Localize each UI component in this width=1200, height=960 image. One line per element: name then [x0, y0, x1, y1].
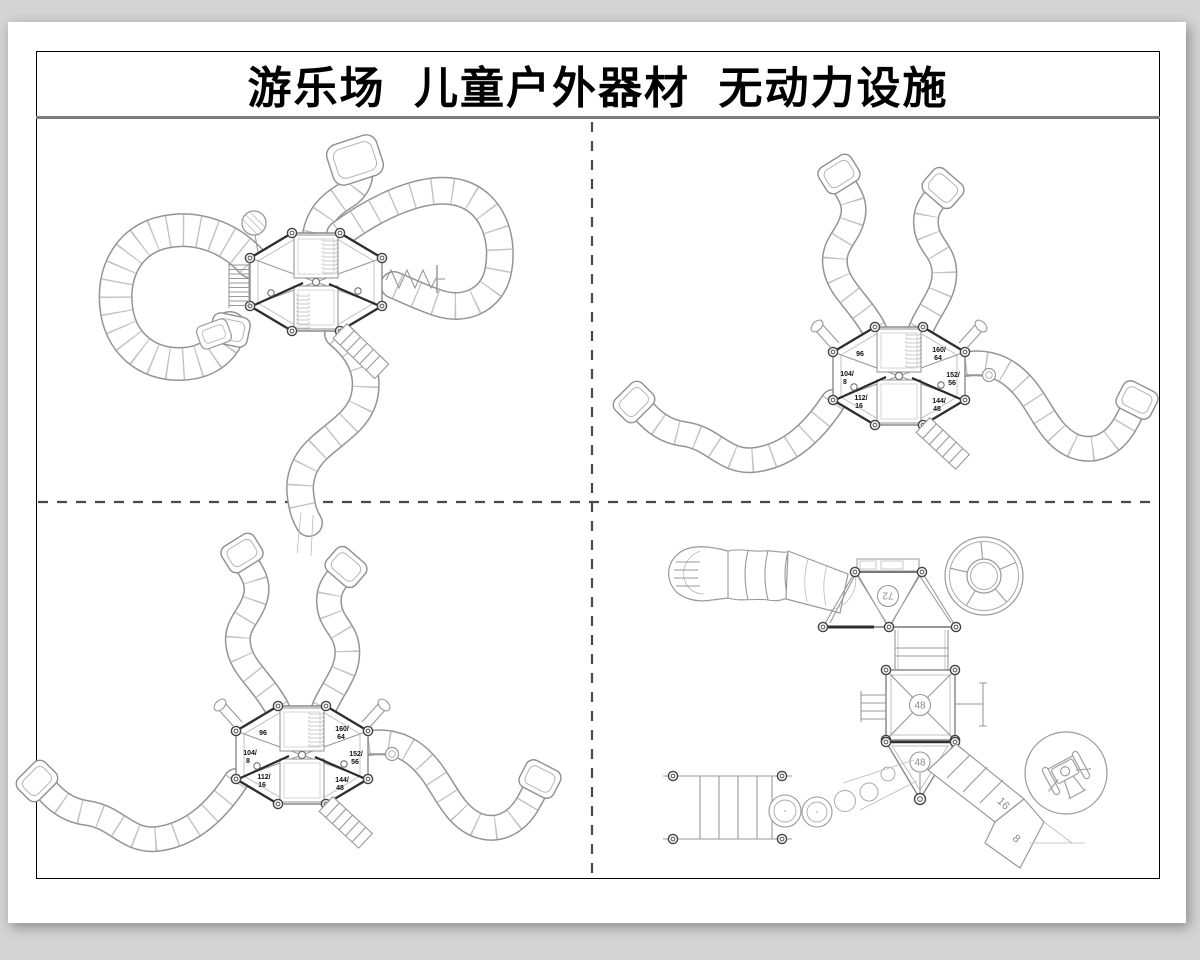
svg-text:104/: 104/: [243, 750, 257, 757]
svg-text:16: 16: [855, 403, 863, 410]
tube-slide-spiral: [98, 213, 269, 381]
square-deck-48: 48: [860, 664, 987, 746]
svg-text:56: 56: [948, 380, 956, 387]
tube-slide-bottom: [286, 320, 380, 557]
drawing-top-right: 96 160/ 64 104/ 8 152/ 56 112/ 16 144/ 4…: [610, 151, 1161, 469]
bridge: [894, 630, 949, 670]
platform-dimension-labels: 96 160/ 64 104/ 8 152/ 56 112/ 16 144/ 4…: [840, 347, 960, 413]
sheet-title: 游乐场 儿童户外器材 无动力设施: [247, 64, 949, 113]
spiral-exit-opening: [195, 318, 233, 350]
svg-text:16: 16: [258, 782, 266, 789]
drawing-frame: [36, 51, 1160, 879]
svg-text:64: 64: [934, 355, 942, 362]
svg-text:160/: 160/: [335, 726, 349, 733]
svg-text:48: 48: [914, 758, 926, 769]
svg-text:144/: 144/: [335, 777, 349, 784]
wheelchair-symbol-icon: [1024, 731, 1108, 815]
inner-ladder-icon: [296, 294, 310, 330]
svg-text:112/: 112/: [257, 774, 270, 781]
svg-text:160/: 160/: [932, 347, 946, 354]
t-bar-icon: [955, 682, 987, 727]
spring-icon: [385, 265, 445, 293]
svg-text:56: 56: [351, 759, 359, 766]
telescope-icon: [241, 210, 267, 253]
svg-text:104/: 104/: [840, 371, 854, 378]
wave-slide: [668, 546, 857, 614]
title-bar: 游乐场 儿童户外器材 无动力设施: [36, 52, 1160, 119]
svg-text:8: 8: [843, 379, 847, 386]
svg-text:48: 48: [336, 785, 344, 792]
svg-text:96: 96: [856, 351, 864, 358]
svg-text:144/: 144/: [932, 398, 946, 405]
svg-text:112/: 112/: [854, 395, 867, 402]
svg-text:8: 8: [246, 758, 250, 765]
svg-text:96: 96: [259, 730, 267, 737]
svg-text:152/: 152/: [349, 751, 363, 758]
spinner-wheel-icon: [944, 536, 1024, 616]
svg-text:48: 48: [933, 406, 941, 413]
svg-text:64: 64: [337, 734, 345, 741]
truss-deck-72: 72: [817, 558, 962, 633]
drawing-bottom-right: 72 48: [663, 536, 1108, 869]
platform-dimension-labels: 96 160/ 64 104/ 8 152/ 56 112/ 16 144/ 4…: [243, 726, 363, 792]
triangle-deck-48: 48: [880, 736, 961, 806]
svg-text:72: 72: [882, 590, 894, 601]
tube-slide-loop: [326, 176, 514, 320]
horizontal-ladder-icon: [663, 770, 792, 845]
side-ladder-icon: [228, 262, 250, 308]
drawing-bottom-left: 96 160/ 64 104/ 8 152/ 56 112/ 16 144/ 4…: [13, 530, 564, 848]
svg-text:48: 48: [914, 701, 926, 712]
deck-ladder-icon: [860, 691, 887, 722]
stepping-pods: [768, 759, 918, 828]
drawing-top-left: [98, 131, 514, 557]
svg-text:152/: 152/: [946, 372, 960, 379]
wide-slide-16-8: 16 8: [927, 743, 1085, 869]
climbing-ramp-icon: [332, 323, 390, 380]
